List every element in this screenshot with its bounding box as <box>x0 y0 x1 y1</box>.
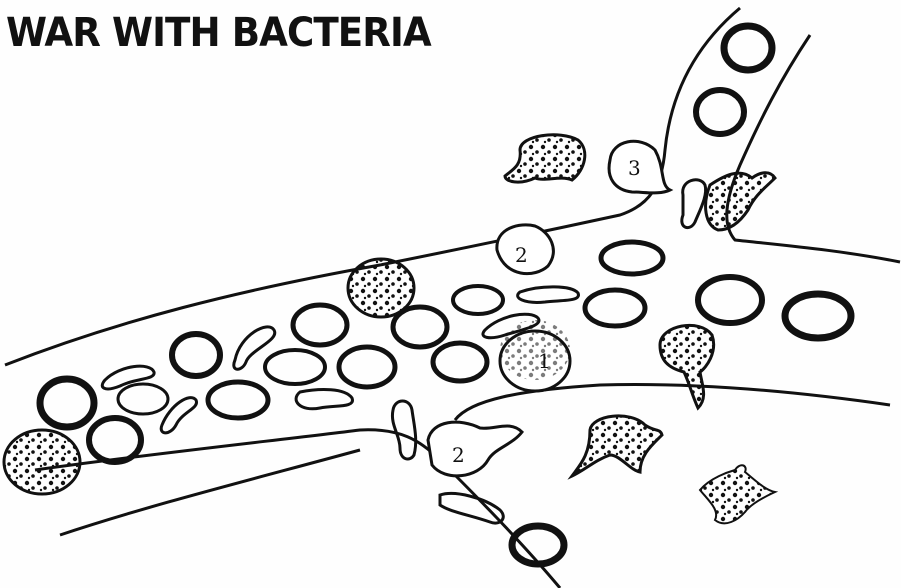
red-cell <box>696 90 744 134</box>
red-cell <box>785 294 851 338</box>
white-cell <box>660 325 714 408</box>
red-cell <box>118 384 168 414</box>
red-cell <box>265 350 325 384</box>
red-cell <box>433 343 487 381</box>
cell-label-2-bottom: 2 <box>452 443 465 467</box>
white-cell <box>700 465 775 523</box>
red-cell <box>393 307 447 347</box>
white-cell <box>348 259 414 317</box>
red-cell <box>585 290 645 326</box>
red-cell <box>339 347 395 387</box>
red-cell <box>40 379 94 427</box>
red-cell <box>453 286 503 314</box>
red-cell <box>698 277 762 323</box>
white-cell <box>4 430 80 494</box>
cell-label-1: 1 <box>538 349 551 373</box>
red-cell <box>89 418 141 462</box>
white-cell <box>572 416 662 476</box>
white-cell <box>505 135 585 182</box>
red-cell <box>724 26 772 70</box>
bent-cell <box>518 287 579 303</box>
bent-cells <box>102 180 705 523</box>
white-blood-cells <box>4 135 775 524</box>
bent-cell <box>234 327 275 369</box>
white-cell-labelled-2-bottom <box>428 422 522 476</box>
bent-cell <box>296 390 352 409</box>
red-cell <box>512 526 564 564</box>
red-cell <box>601 242 663 274</box>
bent-cell <box>392 401 415 459</box>
bent-cell <box>440 493 503 523</box>
red-cell <box>172 334 220 376</box>
red-cell <box>293 305 347 345</box>
red-cell <box>208 382 268 418</box>
white-cell <box>706 173 775 230</box>
cell-label-2-top: 2 <box>515 243 528 267</box>
bent-cell <box>682 180 706 228</box>
cell-label-3: 3 <box>628 156 641 180</box>
